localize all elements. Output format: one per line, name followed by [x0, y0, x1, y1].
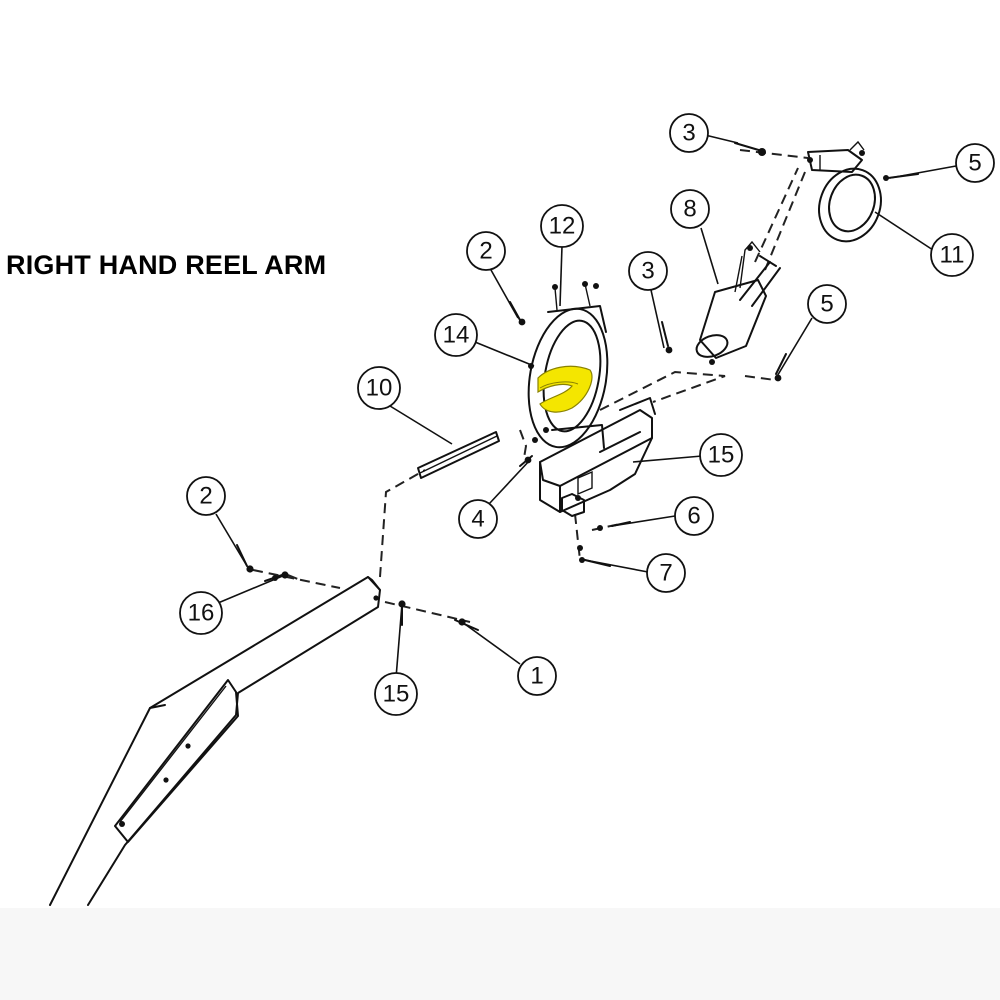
svg-text:2: 2 [479, 238, 492, 265]
assembly-guide-lines [252, 149, 809, 623]
svg-text:15: 15 [383, 681, 410, 708]
callout-7: 7 [646, 553, 686, 593]
callout-2-top: 2 [466, 231, 506, 271]
svg-text:15: 15 [708, 442, 735, 469]
svg-text:5: 5 [968, 150, 981, 177]
svg-text:8: 8 [683, 196, 696, 223]
callout-bubbles: 3 5 8 11 2 12 3 5 [179, 113, 995, 716]
callout-12: 12 [540, 204, 584, 248]
svg-text:4: 4 [471, 506, 484, 533]
part-14-highlighted-insert [528, 363, 593, 413]
callout-4: 4 [458, 499, 498, 539]
svg-text:2: 2 [199, 483, 212, 510]
callout-8: 8 [670, 189, 710, 229]
part-12-hoop-guard [527, 281, 609, 449]
svg-text:10: 10 [366, 375, 393, 402]
callout-11: 11 [930, 233, 974, 277]
callout-1: 1 [517, 656, 557, 696]
svg-text:6: 6 [687, 503, 700, 530]
callout-3-middle: 3 [628, 251, 668, 291]
callout-15-lower: 15 [374, 672, 418, 716]
bottom-background-band [0, 908, 1000, 1000]
part-10-wear-strip [417, 431, 500, 479]
callout-2-lower: 2 [186, 476, 226, 516]
callout-5-top: 5 [955, 143, 995, 183]
svg-text:1: 1 [530, 663, 543, 690]
svg-text:11: 11 [940, 242, 965, 269]
callout-leader-lines [215, 134, 957, 679]
hardware-fasteners [236, 142, 919, 631]
part-8-motor [695, 240, 781, 365]
callout-6: 6 [674, 496, 714, 536]
callout-10: 10 [357, 366, 401, 410]
svg-text:7: 7 [659, 560, 672, 587]
part-15-mount-bracket [532, 397, 656, 517]
svg-text:5: 5 [820, 291, 833, 318]
callout-14: 14 [434, 313, 478, 357]
callout-3-top: 3 [669, 113, 709, 153]
callout-15-upper: 15 [699, 433, 743, 477]
svg-text:12: 12 [549, 213, 576, 240]
diagram-title: RIGHT HAND REEL ARM [6, 250, 327, 280]
svg-text:3: 3 [641, 258, 654, 285]
svg-text:14: 14 [443, 322, 470, 349]
part-11-clamp-ring [807, 140, 882, 243]
reel-arm-mounting-plate [114, 679, 239, 843]
callout-16: 16 [179, 591, 223, 635]
callout-5-middle: 5 [807, 284, 847, 324]
svg-text:16: 16 [188, 600, 215, 627]
svg-text:3: 3 [682, 120, 695, 147]
